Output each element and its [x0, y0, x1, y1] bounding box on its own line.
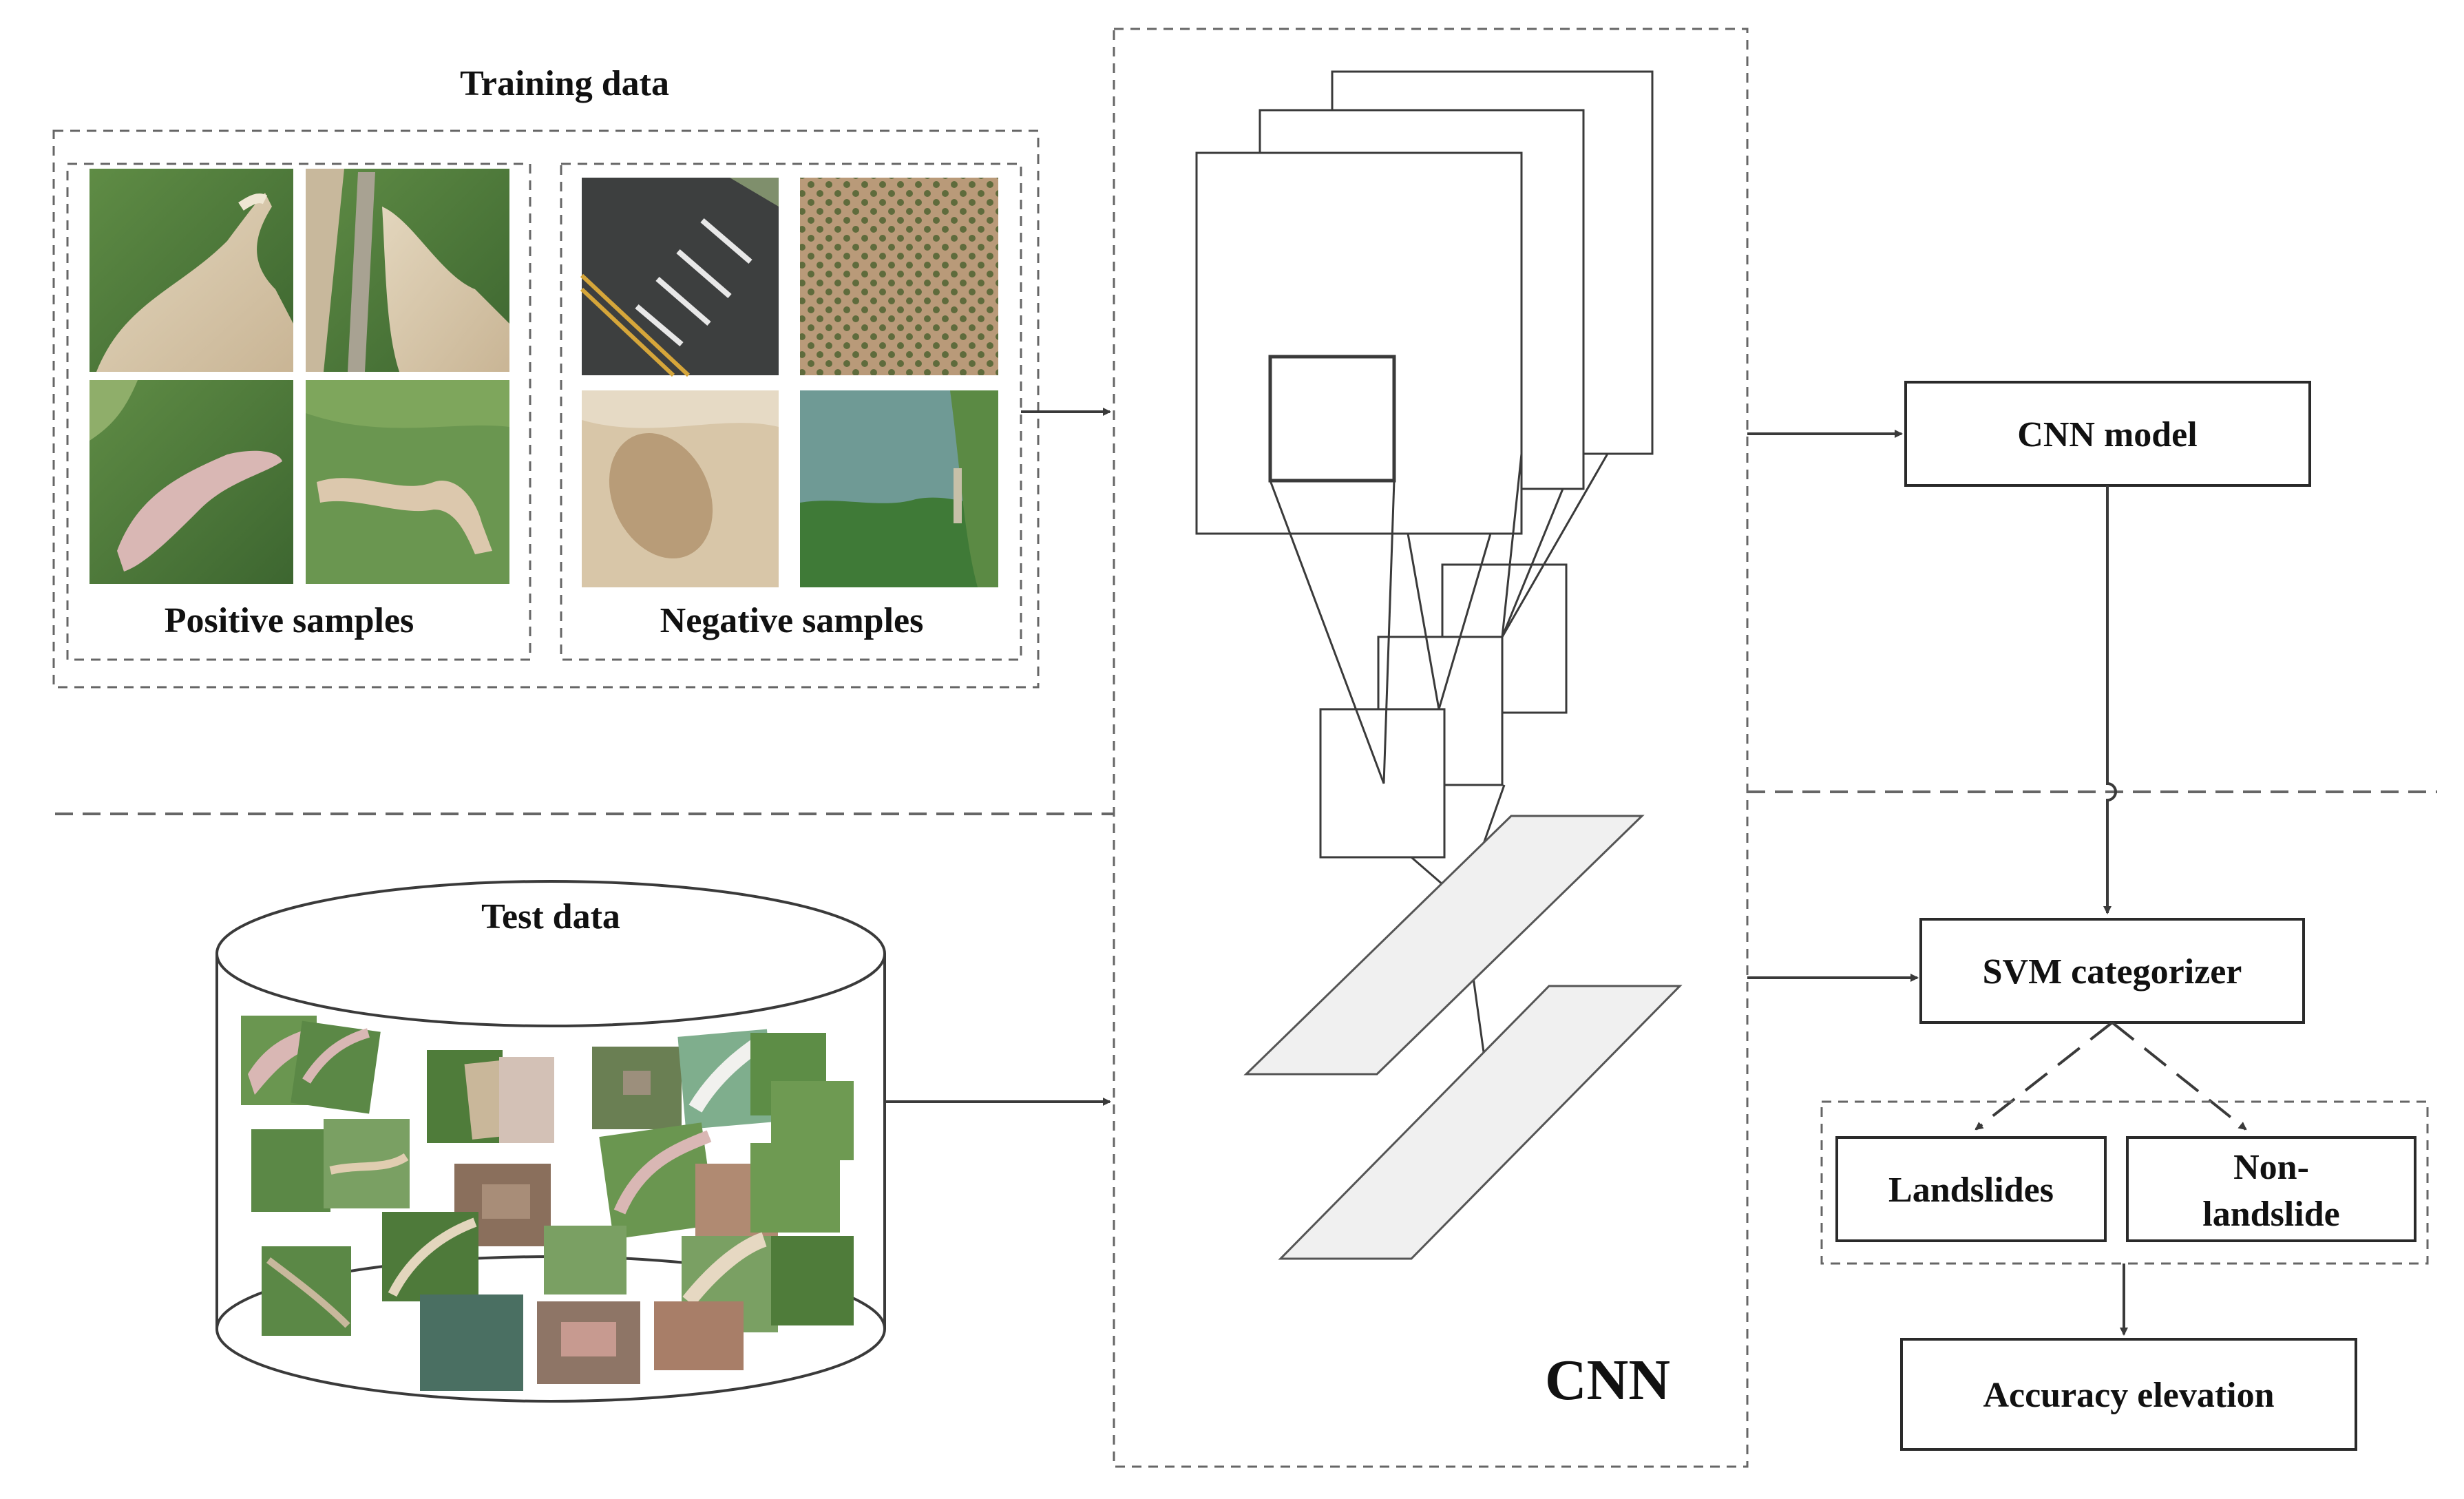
convolution-projection-lines: [1269, 453, 1609, 1102]
training-data-frame: [52, 129, 1040, 689]
svm-categorizer-label: SVM categorizer: [1983, 952, 2242, 992]
positive-samples-label: Positive samples: [165, 601, 414, 640]
accuracy-elevation-label: Accuracy elevation: [1983, 1376, 2274, 1415]
positive-sample-thumbnail: [306, 380, 509, 584]
positive-samples-frame: [66, 163, 531, 661]
accuracy-elevation-box: [1900, 1338, 2357, 1451]
test-data-title: Test data: [481, 897, 620, 936]
positive-sample-thumbnail: [306, 169, 509, 372]
cnn-model-label: CNN model: [2017, 415, 2197, 454]
test-data-collage: [241, 1016, 854, 1391]
positive-sample-thumbnail: [89, 169, 293, 372]
landslides-box: [1835, 1136, 2107, 1242]
cnn-label: CNN: [1545, 1348, 1670, 1412]
training-data-title: Training data: [460, 64, 669, 103]
negative-sample-thumbnail: [580, 178, 779, 377]
feature-maps-icon: [1195, 70, 1654, 859]
non-landslide-label-line1: Non-: [2233, 1148, 2309, 1187]
negative-sample-thumbnail: [582, 390, 779, 587]
svm-output-arrows: [1975, 1021, 2247, 1131]
negative-sample-thumbnail: [800, 390, 998, 587]
positive-sample-thumbnail: [89, 380, 293, 584]
svm-categorizer-box: [1919, 918, 2305, 1024]
fully-connected-layers: [1243, 815, 1683, 1260]
cnn-frame: [1113, 28, 1749, 1468]
negative-samples-label: Negative samples: [660, 601, 924, 640]
model-to-svm-arrow: [2103, 485, 2117, 914]
landslides-label: Landslides: [1888, 1171, 2054, 1210]
non-landslide-label-line2: landslide: [2202, 1195, 2339, 1234]
non-landslide-box: [2126, 1136, 2416, 1242]
classification-frame: [1820, 1100, 2429, 1265]
negative-sample-thumbnail: [800, 178, 998, 375]
